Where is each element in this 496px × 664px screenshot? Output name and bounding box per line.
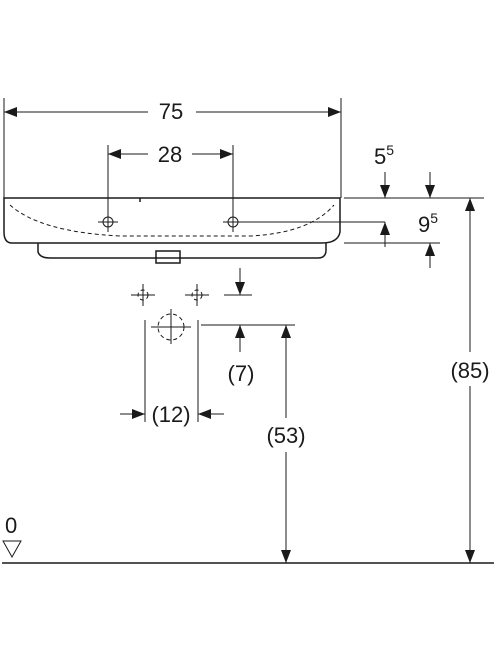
level-marker-icon — [2, 540, 22, 559]
label-rim-height: (85) — [450, 358, 489, 383]
supply-point-left — [131, 284, 155, 306]
basin-lower-body — [37, 243, 327, 259]
waste-outlet — [155, 250, 181, 264]
label-bowl-depth: 95 — [418, 210, 438, 237]
dimension-bowl-depth: 95 — [380, 210, 438, 268]
label-tap-hole-spacing: 28 — [158, 142, 182, 167]
label-outlet-spacing: (12) — [151, 402, 190, 427]
label-floor-level: 0 — [5, 513, 17, 538]
dimension-tap-hole-spacing: 28 — [107, 142, 234, 216]
dimension-outlet-offset: (7) — [201, 268, 295, 386]
waste-connection-point — [151, 309, 191, 344]
bowl-hidden-line — [9, 204, 335, 237]
basin-outline — [3, 197, 341, 264]
label-outlet-height: (53) — [266, 423, 305, 448]
dimension-rim-height: (85) — [450, 198, 490, 563]
dimension-outlet-height: (53) — [266, 325, 306, 563]
label-rim-depth: 55 — [374, 142, 394, 169]
label-outlet-offset: (7) — [228, 361, 255, 386]
basin-rim-body — [3, 197, 341, 244]
dimension-outlet-spacing: (12) — [120, 320, 224, 427]
supply-point-right — [185, 284, 209, 306]
right-reference-lines — [238, 197, 484, 244]
dimension-total-width: 75 — [3, 98, 342, 198]
label-total-width: 75 — [159, 99, 183, 124]
dimension-rim-depth: 55 — [374, 142, 435, 198]
floor-level: 0 — [2, 513, 494, 564]
